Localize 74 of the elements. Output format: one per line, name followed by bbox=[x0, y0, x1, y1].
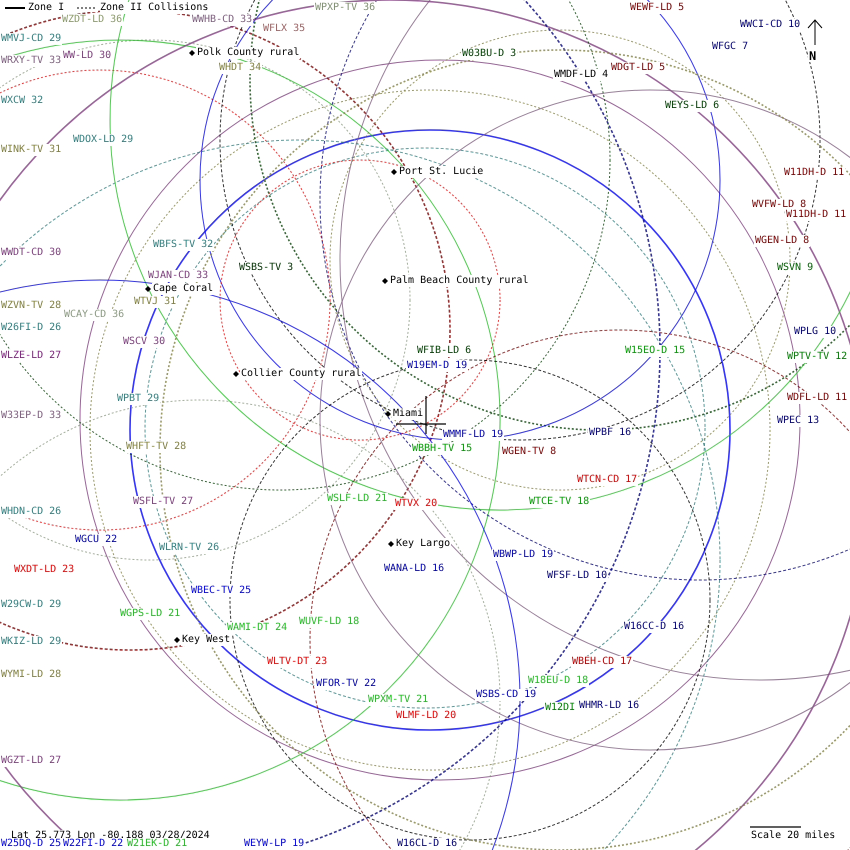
station-label: W19EM-D 19 bbox=[406, 360, 468, 372]
station-label: WLRN-TV 26 bbox=[158, 542, 220, 554]
station-label: WSLF-LD 21 bbox=[326, 493, 388, 505]
station-label: W03BU-D 3 bbox=[461, 48, 518, 60]
place-label: Key Largo bbox=[395, 538, 452, 550]
place-label: Polk County rural bbox=[196, 47, 300, 59]
station-label: WBBH-TV 15 bbox=[411, 443, 474, 455]
station-label: WGEN-LD 8 bbox=[754, 235, 810, 247]
station-label: WBFS-TV 32 bbox=[152, 239, 214, 251]
station-label: W16CC-D 16 bbox=[623, 621, 686, 633]
station-label: WTVX 20 bbox=[394, 498, 438, 510]
station-label: WHFT-TV 28 bbox=[125, 441, 188, 453]
station-label: WEYS-LD 6 bbox=[664, 100, 720, 112]
station-label: WWHB-CD 33 bbox=[191, 14, 254, 26]
station-label: WPXP-TV 36 bbox=[314, 2, 376, 14]
station-label: WEWF-LD 5 bbox=[629, 2, 686, 14]
station-label: WHDT 34 bbox=[218, 62, 262, 74]
station-label: WMDF-LD 4 bbox=[553, 69, 610, 81]
station-label: WSBS-TV 3 bbox=[238, 262, 294, 274]
station-label: WDFL-LD 11 bbox=[786, 392, 848, 404]
station-label: WDGT-LD 5 bbox=[610, 62, 666, 74]
station-label: WAMI-DT 24 bbox=[226, 622, 288, 634]
station-label: WINK-TV 31 bbox=[0, 144, 62, 156]
station-label: WWCI-CD 10 bbox=[739, 19, 802, 31]
station-label: WFSF-LD 10 bbox=[546, 570, 608, 582]
station-label: WTVJ 31 bbox=[133, 296, 178, 308]
station-label: WPEC 13 bbox=[776, 415, 820, 427]
place-label: Miami bbox=[392, 408, 424, 420]
station-label: WBEC-TV 25 bbox=[190, 585, 252, 597]
station-label: WGPS-LD 21 bbox=[119, 608, 182, 620]
station-label: WBWP-LD 19 bbox=[492, 549, 554, 561]
station-label: WGZT-LD 27 bbox=[0, 755, 62, 767]
station-label: WDOX-LD 29 bbox=[72, 134, 134, 146]
station-label: WZDT-LD 36 bbox=[61, 14, 124, 26]
station-label: WPBT 29 bbox=[116, 393, 160, 405]
place-label: Collier County rural bbox=[240, 368, 362, 380]
station-label: W11DH-D 11 bbox=[783, 167, 846, 179]
station-label: WCAY-CD 36 bbox=[63, 309, 126, 321]
station-label: WLZE-LD 27 bbox=[0, 350, 62, 362]
station-label: WSFL-TV 27 bbox=[132, 496, 194, 508]
station-label: WFOR-TV 22 bbox=[315, 678, 378, 690]
station-label: WPTV-TV 12 bbox=[786, 351, 848, 363]
station-label: WTCE-TV 18 bbox=[528, 496, 590, 508]
station-label: WPXM-TV 21 bbox=[367, 694, 430, 706]
place-label: Key West bbox=[181, 634, 232, 646]
station-label: WLTV-DT 23 bbox=[266, 656, 328, 668]
station-label: WSVN 9 bbox=[776, 262, 814, 274]
station-label: W11DH-D 11 bbox=[785, 209, 848, 221]
place-label: Port St. Lucie bbox=[398, 166, 484, 178]
station-label: WHDN-CD 26 bbox=[0, 506, 62, 518]
station-label: WSBS-CD 19 bbox=[475, 689, 538, 701]
station-label: W18EU-D 18 bbox=[527, 675, 590, 687]
station-label: WPLG 10 bbox=[793, 326, 838, 338]
station-label: W15EO-D 15 bbox=[624, 345, 686, 357]
station-label: WTCN-CD 17 bbox=[576, 474, 638, 486]
station-label: WUVF-LD 18 bbox=[298, 616, 360, 628]
station-label: WHMR-LD 16 bbox=[578, 700, 640, 712]
station-label: WBEH-CD 17 bbox=[571, 656, 634, 668]
station-label: WMMF-LD 19 bbox=[442, 429, 504, 441]
station-label: WFIB-LD 6 bbox=[416, 345, 472, 357]
station-label: WWDT-CD 30 bbox=[0, 247, 62, 259]
station-label: WGCU 22 bbox=[74, 534, 118, 546]
station-label: W26FI-D 26 bbox=[0, 322, 62, 334]
place-label: Cape Coral bbox=[152, 283, 214, 295]
station-label: WJAN-CD 33 bbox=[147, 270, 210, 282]
station-label: WRXY-TV 33 bbox=[0, 55, 62, 67]
station-label: WVFW-LD 8 bbox=[751, 199, 808, 211]
place-label: Palm Beach County rural bbox=[389, 275, 530, 287]
station-label: WEYW-LP 19 bbox=[243, 838, 306, 850]
station-label: WSCV 30 bbox=[122, 336, 166, 348]
station-label: WMVJ-CD 29 bbox=[0, 33, 62, 45]
legend-label: Zone II Collisions bbox=[100, 2, 208, 14]
station-label: W22FI-D 22 bbox=[62, 838, 124, 850]
north-label: N bbox=[808, 50, 818, 62]
